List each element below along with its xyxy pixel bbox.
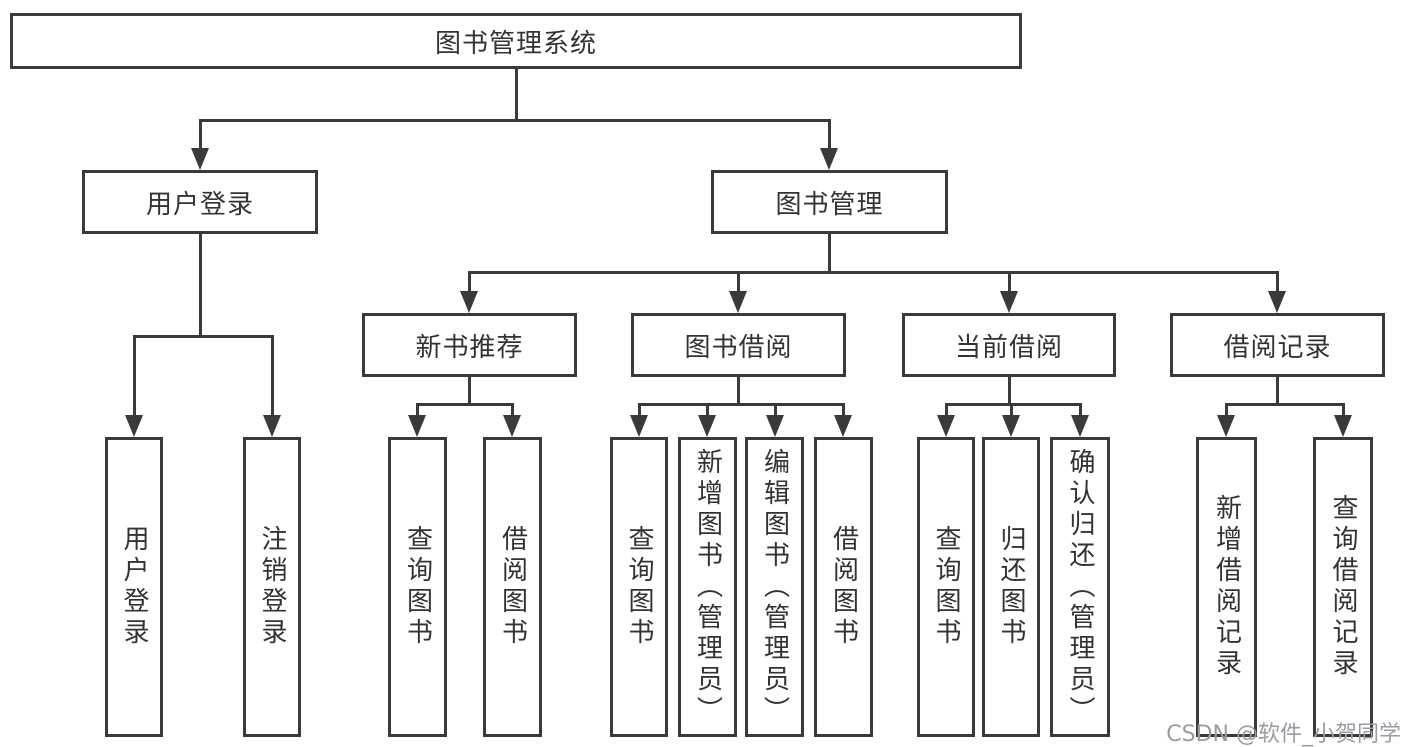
leaf-edit-books-admin: 编辑图书（管理员）: [745, 437, 804, 737]
connector-line: [1008, 271, 1011, 293]
arrowhead-down-icon: [191, 148, 209, 170]
connector-line: [1225, 403, 1345, 406]
connector-line: [199, 119, 831, 122]
node-label: 查询图书: [931, 525, 961, 649]
connector-line: [945, 403, 948, 417]
node-label: 新增借阅记录: [1211, 494, 1242, 680]
connector-line: [1342, 403, 1345, 417]
csdn-watermark: CSDN @软件_小贺同学: [1166, 722, 1401, 747]
leaf-query-borrow-record: 查询借阅记录: [1313, 437, 1373, 737]
node-label: 新书推荐: [415, 332, 524, 363]
node-book-management: 图书管理: [711, 170, 948, 234]
node-label: 借阅记录: [1223, 332, 1332, 363]
node-library-management-system: 图书管理系统: [10, 13, 1022, 69]
connector-line: [638, 403, 641, 417]
connector-line: [1225, 403, 1228, 417]
connector-line: [416, 403, 419, 417]
connector-line: [511, 403, 514, 417]
connector-line: [638, 403, 845, 406]
leaf-query-books-recommend: 查询图书: [388, 437, 447, 737]
connector-line: [842, 403, 845, 417]
arrowhead-down-icon: [820, 148, 838, 170]
connector-line: [1276, 377, 1279, 405]
node-label: 图书借阅: [684, 332, 793, 363]
node-label: 用户登录: [145, 189, 254, 220]
arrowhead-down-icon: [1002, 415, 1020, 437]
connector-line: [706, 403, 709, 417]
arrowhead-down-icon: [1217, 415, 1235, 437]
arrowhead-down-icon: [263, 415, 281, 437]
node-user-login: 用户登录: [82, 170, 318, 234]
node-current-borrowing: 当前借阅: [902, 313, 1116, 377]
leaf-return-books: 归还图书: [982, 437, 1040, 737]
connector-line: [1008, 377, 1011, 405]
connector-line: [271, 335, 274, 417]
connector-line: [828, 234, 831, 273]
connector-line: [468, 377, 471, 405]
connector-line: [737, 271, 740, 293]
connector-line: [774, 403, 777, 417]
leaf-logout: 注销登录: [243, 437, 301, 737]
connector-line: [133, 335, 136, 417]
node-book-borrowing: 图书借阅: [631, 313, 846, 377]
arrowhead-down-icon: [1268, 291, 1286, 313]
leaf-add-borrow-record: 新增借阅记录: [1196, 437, 1257, 737]
node-label: 新增图书（管理员）: [692, 447, 723, 727]
connector-line: [199, 234, 202, 337]
arrowhead-down-icon: [460, 291, 478, 313]
node-label: 注销登录: [257, 525, 287, 649]
node-label: 查询借阅记录: [1328, 494, 1358, 680]
node-label: 编辑图书（管理员）: [759, 447, 790, 727]
arrowhead-down-icon: [729, 291, 747, 313]
leaf-user-login: 用户登录: [105, 437, 163, 737]
arrowhead-down-icon: [834, 415, 852, 437]
connector-line: [515, 69, 518, 120]
leaf-confirm-return-admin: 确认归还（管理员）: [1050, 437, 1110, 737]
node-label: 图书管理系统: [434, 28, 597, 59]
leaf-query-books-borrowing: 查询图书: [610, 437, 668, 737]
connector-line: [737, 377, 740, 405]
node-new-book-recommendation: 新书推荐: [362, 313, 577, 377]
connector-line: [1276, 271, 1279, 293]
arrowhead-down-icon: [408, 415, 426, 437]
node-borrowing-records: 借阅记录: [1170, 313, 1385, 377]
arrowhead-down-icon: [937, 415, 955, 437]
leaf-query-books-current: 查询图书: [917, 437, 975, 737]
node-label: 归还图书: [996, 525, 1026, 649]
node-label: 借阅图书: [828, 525, 859, 649]
connector-line: [468, 271, 1279, 274]
connector-line: [416, 403, 514, 406]
connector-line: [468, 271, 471, 293]
arrowhead-down-icon: [503, 415, 521, 437]
leaf-borrow-books-recommend: 借阅图书: [483, 437, 542, 737]
node-label: 当前借阅: [954, 332, 1063, 363]
node-label: 用户登录: [119, 525, 149, 649]
node-label: 确认归还（管理员）: [1065, 447, 1095, 727]
arrowhead-down-icon: [1334, 415, 1352, 437]
node-label: 图书管理: [775, 189, 884, 220]
node-label: 查询图书: [624, 525, 654, 649]
connector-line: [828, 119, 831, 150]
connector-line: [199, 119, 202, 150]
arrowhead-down-icon: [1000, 291, 1018, 313]
connector-line: [133, 335, 274, 338]
leaf-borrow-books: 借阅图书: [814, 437, 873, 737]
arrowhead-down-icon: [698, 415, 716, 437]
connector-line: [945, 403, 1082, 406]
node-label: 借阅图书: [497, 525, 528, 649]
connector-line: [1079, 403, 1082, 417]
arrowhead-down-icon: [766, 415, 784, 437]
arrowhead-down-icon: [125, 415, 143, 437]
connector-line: [1010, 403, 1013, 417]
node-label: 查询图书: [402, 525, 433, 649]
arrowhead-down-icon: [1071, 415, 1089, 437]
leaf-add-books-admin: 新增图书（管理员）: [678, 437, 737, 737]
arrowhead-down-icon: [630, 415, 648, 437]
